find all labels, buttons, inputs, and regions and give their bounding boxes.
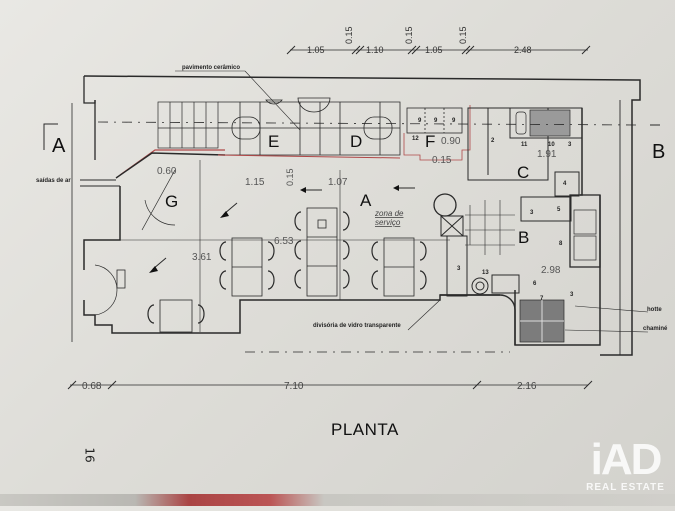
dim-107: 1.07	[328, 177, 348, 188]
brand-tagline: REAL ESTATE	[586, 482, 665, 493]
section-marker-a: A	[52, 135, 66, 157]
stairs	[157, 101, 219, 149]
dim-060: 0.60	[157, 166, 177, 177]
top-dim-3: 1.10	[366, 45, 384, 55]
page-edge	[0, 494, 675, 506]
kitchen	[467, 107, 601, 346]
bottom-dim-2: 7.10	[284, 381, 304, 392]
dim-090: 0.90	[441, 136, 461, 147]
top-dim-4: 0.15	[404, 26, 414, 44]
handwritten-note: 16	[82, 447, 97, 463]
dim-015-b: 0.15	[432, 155, 452, 166]
equip-13: 13	[482, 270, 489, 276]
label-servico: serviço	[375, 218, 401, 227]
chairs	[147, 211, 427, 324]
equip-8: 8	[559, 241, 563, 247]
equip-3b: 3	[530, 210, 534, 216]
drawing-title: PLANTA	[331, 420, 399, 439]
equip-12: 12	[412, 136, 419, 142]
equip-10: 10	[548, 142, 555, 148]
wc-block	[218, 97, 401, 156]
dim-361: 3.61	[192, 252, 212, 263]
dim-298: 2.98	[541, 265, 561, 276]
dim-115: 1.15	[245, 177, 265, 188]
bottom-dim-3: 2.16	[517, 381, 537, 392]
top-dim-5: 1.05	[425, 45, 443, 55]
brand-mark: iAD	[590, 435, 663, 484]
label-pavimento: pavimento cerâmico	[182, 65, 240, 71]
equip-5: 5	[557, 207, 561, 213]
dim-015-a: 0.15	[285, 168, 295, 186]
label-divisoria: divisória de vidro transparente	[313, 323, 401, 329]
dim-653: 6.53	[274, 236, 294, 247]
equip-9c: 9	[452, 118, 456, 124]
room-label-f: F	[425, 132, 435, 151]
equip-11: 11	[521, 142, 528, 148]
room-label-d: D	[350, 132, 362, 151]
tables	[159, 207, 415, 333]
room-label-b: B	[518, 228, 529, 247]
top-dimension-line	[286, 45, 591, 55]
outer-wall	[83, 75, 641, 356]
bottom-dim-1: 0.68	[82, 381, 102, 392]
room-label-a: A	[360, 191, 372, 210]
room-label-g: G	[165, 192, 178, 211]
room-label-c: C	[517, 163, 529, 182]
top-dim-1: 1.05	[307, 45, 325, 55]
equip-6: 6	[533, 281, 537, 287]
top-dim-7: 2.48	[514, 45, 532, 55]
equip-4: 4	[563, 181, 567, 187]
room-label-e: E	[268, 132, 279, 151]
bottom-dimension-line	[67, 380, 593, 390]
room-f	[403, 105, 471, 161]
section-marker-b: B	[652, 141, 665, 163]
top-dim-6: 0.15	[458, 26, 468, 44]
label-zona: zona de	[374, 209, 404, 218]
label-chamine: chaminé	[643, 326, 668, 332]
equip-9b: 9	[434, 118, 438, 124]
equip-9a: 9	[418, 118, 422, 124]
equip-7: 7	[540, 296, 544, 302]
equip-2: 2	[491, 138, 495, 144]
equip-3a: 3	[568, 142, 572, 148]
equip-3c: 3	[570, 292, 574, 298]
watermark-logo: iAD REAL ESTATE	[576, 438, 675, 506]
label-hotte: hotte	[647, 307, 662, 313]
label-saidas-de-ar: saídas de ar	[36, 178, 71, 184]
top-dim-2: 0.15	[344, 26, 354, 44]
equip-3d: 3	[457, 266, 461, 272]
dim-191: 1.91	[537, 149, 557, 160]
